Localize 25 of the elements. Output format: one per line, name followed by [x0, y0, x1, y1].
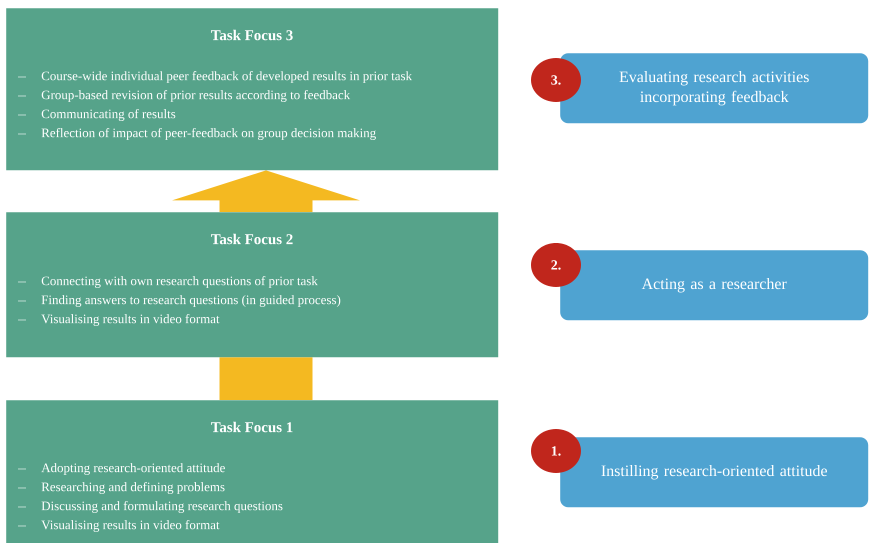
- task-box: [6, 212, 498, 358]
- box-title: Task Focus 3: [211, 30, 293, 40]
- bullet-item: Adopting research-oriented attitude: [18, 463, 225, 475]
- bullet-item: Course-wide individual peer feedback of developed results in prior task: [18, 71, 412, 83]
- number-badge: 1.: [531, 429, 581, 473]
- box-title: Task Focus 1: [211, 422, 292, 432]
- bullet-item: Finding answers to research questions (in guided process): [18, 295, 340, 307]
- number-badge: 2.: [531, 243, 581, 287]
- bullet-item: Discussing and formulating research questions: [18, 501, 282, 513]
- bullet-item: Connecting with own research questions of prior task: [18, 276, 318, 288]
- bullet-item: Visualising results in video format: [18, 520, 220, 532]
- phase-box: Instilling research-oriented attitude: [560, 437, 868, 508]
- box-title: Task Focus 2: [211, 234, 293, 244]
- phase-box: Evaluating research activities incorporating feedback: [560, 53, 868, 124]
- phase-box: Acting as a researcher: [560, 250, 868, 320]
- bullet-item: Group-based revision of prior results according to feedback: [18, 90, 350, 102]
- bullet-item: Visualising results in video format: [18, 314, 220, 326]
- bullet-item: Reflection of impact of peer-feedback on group decision making: [18, 128, 376, 140]
- number-badge: 3.: [531, 58, 581, 102]
- bullet-item: Communicating of results: [18, 109, 176, 121]
- arrow: [220, 357, 312, 400]
- arrow: [172, 170, 360, 212]
- task-box: [6, 400, 498, 543]
- task-box: [6, 8, 498, 170]
- bullet-item: Researching and defining problems: [18, 482, 225, 494]
